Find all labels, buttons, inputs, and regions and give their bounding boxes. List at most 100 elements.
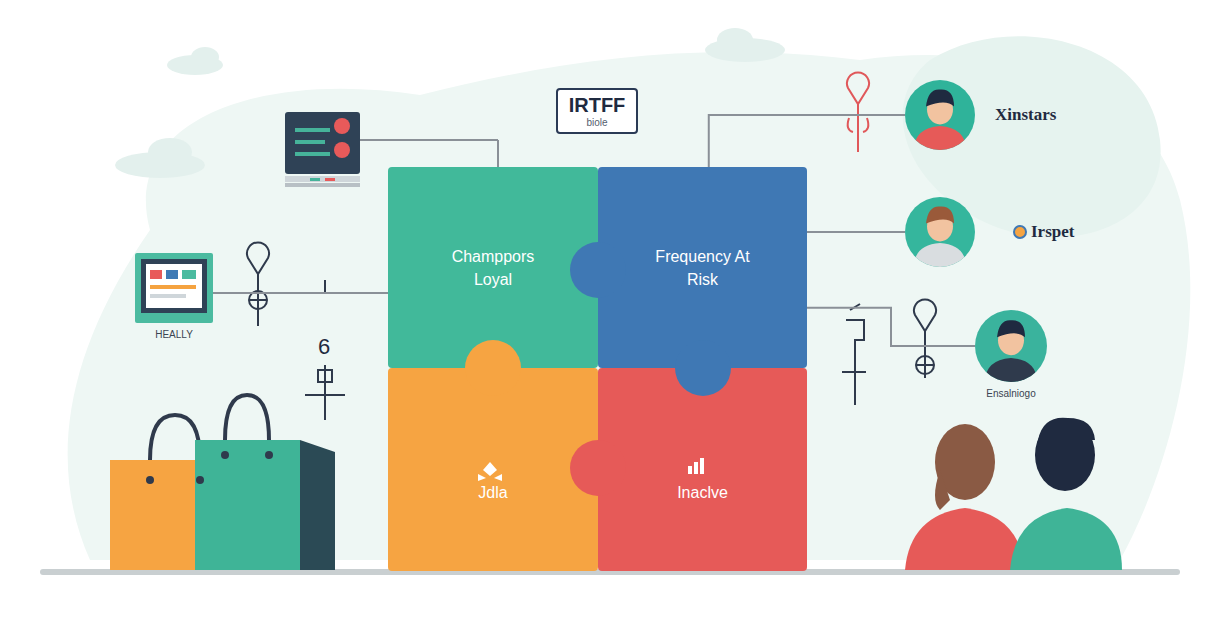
bulb-symbol-red [848,118,869,132]
monitor-icon [135,253,213,323]
puzzle-pieces [570,242,626,298]
segment-icon [478,458,704,481]
node-label: Inaclve [677,483,728,502]
avatar-figure [914,126,966,150]
bulb-symbol-red [847,72,869,104]
callout-number: 6 [318,334,330,360]
wire-symbol [324,280,326,293]
server-icon [497,140,499,167]
puzzle-pieces [675,340,731,396]
connector-line [807,231,905,233]
shopping-bags [196,476,204,484]
shopping-bags [225,395,269,440]
connector-line [213,292,388,294]
bulb-symbol [914,299,936,331]
node-label: Ensalniogo [986,388,1035,400]
connector-line [709,115,905,167]
cloud [717,28,753,52]
people-figures [1010,508,1122,570]
node-label: IRTFF [569,93,626,117]
monitor-icon [150,270,162,279]
people-figures [905,508,1025,570]
segment-icon [478,462,502,481]
wire-symbol [300,280,388,420]
avatar-figure [985,358,1037,382]
bulb-symbol [220,242,269,326]
server-icon [295,128,330,132]
node-label: HEALLY [155,329,193,341]
node-label: Jdla [478,483,507,502]
monitor-icon [150,294,186,298]
puzzle-piece: Champpors Loyal [388,167,598,368]
server-icon [310,178,320,181]
avatar-circle: Ensalniogo [975,310,1047,382]
server-icon [285,112,360,174]
bulb-symbol [842,304,866,405]
node-label: Irspet [1031,222,1074,242]
avatar-figure [975,310,1047,382]
server-icon [334,142,350,158]
bulb-symbol-red [847,72,869,152]
wire-symbol [324,365,326,420]
shopping-bags [221,451,229,459]
cloud [148,138,192,166]
avatar-circle: Xinstars [905,80,975,150]
people-figures [935,470,950,510]
avatar-figure [914,207,966,267]
segment-icon [688,466,692,474]
node-label: Champpors Loyal [438,245,548,291]
shopping-bags [146,476,154,484]
shopping-bags [300,440,335,570]
shopping-bags [195,440,300,570]
puzzle-pieces [388,167,807,571]
puzzle-pieces [570,440,626,496]
avatar-figure [985,320,1037,382]
monitor-icon [182,270,196,279]
puzzle-pieces [465,340,521,396]
node-label: Frequency At Risk [648,245,758,291]
monitor-node: HEALLY [135,253,213,323]
monitor-icon [150,285,196,289]
puzzle-pieces [388,167,598,368]
server-icon [325,178,335,181]
server-icon [295,140,325,144]
bulb-symbol [916,356,934,374]
avatar-figure [926,207,954,224]
node-subtitle: biole [586,117,607,129]
people-figures [905,418,1122,570]
segment-icon [694,462,698,474]
server-icon [285,183,360,187]
monitor-icon [141,259,207,313]
monitor-icon [146,264,202,308]
bulb-symbol [842,299,936,405]
bulb-symbol-red [857,104,859,152]
puzzle-piece: Inaclve [598,368,807,571]
node-label: Xinstars [995,105,1056,125]
connector-line [807,308,975,346]
avatar-figure [926,90,954,107]
bulb-symbol [924,331,926,378]
server-icon [295,152,330,156]
shopping-bags [150,415,200,460]
puzzle-pieces [388,368,598,571]
avatar-figure [914,90,966,150]
puzzle-piece: Frequency At Risk [598,167,807,368]
puzzle-piece: Jdla [388,368,598,571]
label-icon [1014,226,1026,238]
server-icon [360,139,498,141]
cloud [191,47,219,67]
label-icon [1013,225,1027,239]
segment-icon [700,458,704,474]
shopping-bags [265,451,273,459]
wire-symbol [318,370,332,382]
background-blob [903,36,1161,237]
avatar-figure [914,243,966,267]
cloud [115,28,785,178]
bulb-symbol [247,242,269,274]
people-figures [1038,418,1095,440]
monitor-icon [166,270,178,279]
avatar-figure [997,320,1025,337]
avatar-figure [905,197,975,267]
wire-symbol [305,394,345,396]
